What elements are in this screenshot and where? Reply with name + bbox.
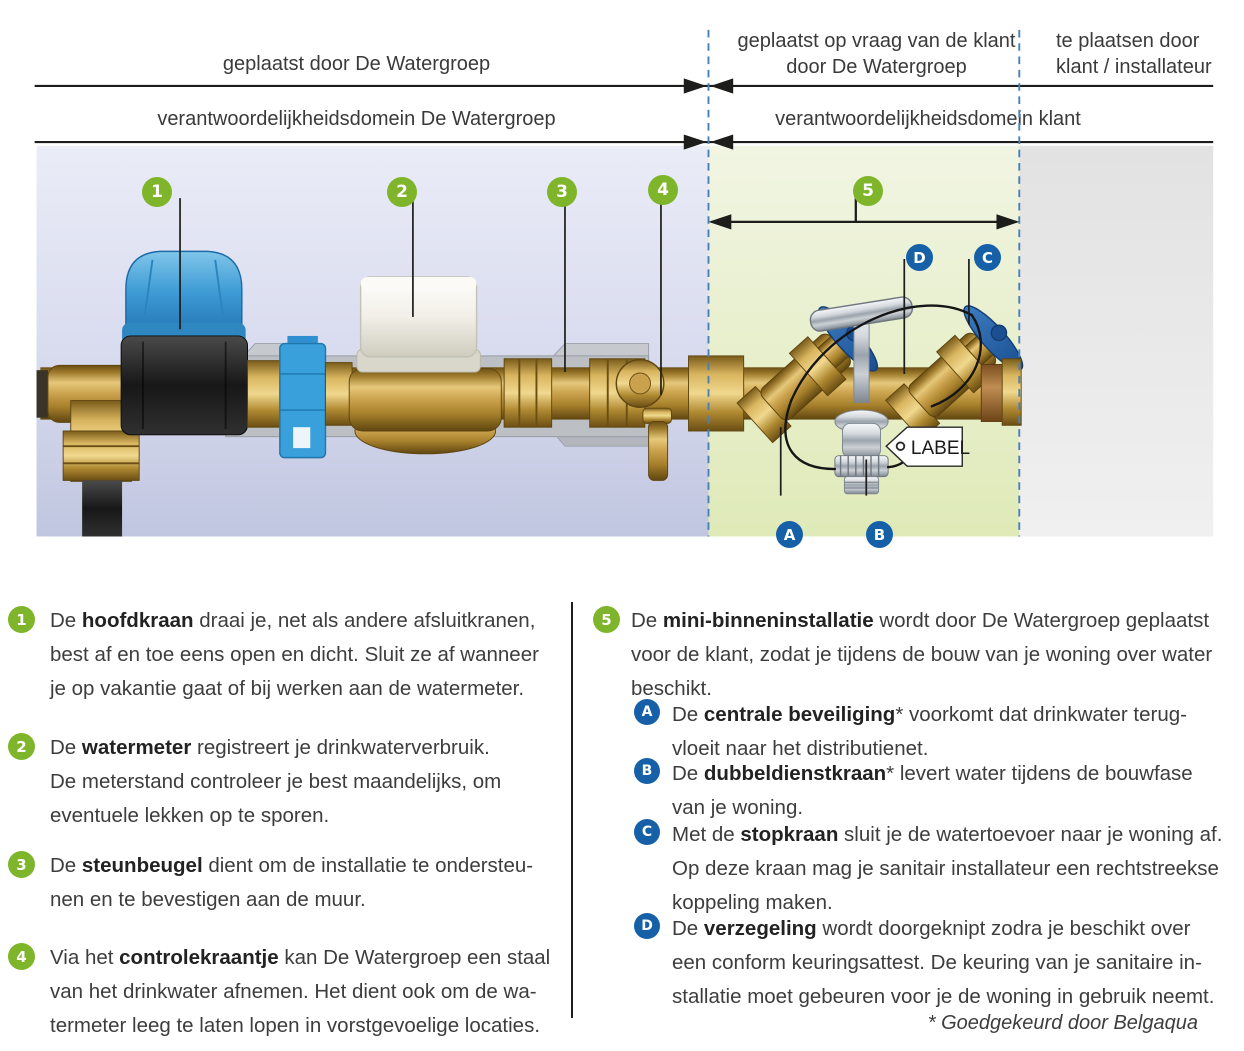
installation-photo: LABEL <box>34 29 1214 537</box>
controlekraantje <box>615 358 672 481</box>
legend-item-verzegeling: De verzegeling wordt doorgeknipt zodra j… <box>672 917 1215 1008</box>
dimension-arrow <box>711 197 1017 224</box>
legend-marker-3: 3 <box>8 851 35 878</box>
marker-5: 5 <box>853 176 883 206</box>
marker-A: A <box>776 521 803 548</box>
zone-customer <box>1019 145 1214 537</box>
watermeter <box>348 276 502 455</box>
leader-lines <box>179 196 970 496</box>
legend-item-stopkraan: Met de stopkraan sluit je de watertoevoe… <box>672 823 1223 914</box>
marker-4: 4 <box>648 175 678 205</box>
legend-item-centrale-beveiliging: De centrale beveiliging* voorkomt dat dr… <box>672 703 1187 760</box>
legend-marker-B: B <box>634 758 660 784</box>
legend-marker-5: 5 <box>593 606 620 633</box>
domain-right-label: verantwoordelijkheidsdomein klant <box>775 108 1081 130</box>
marker-1: 1 <box>142 177 172 207</box>
legend-item-watermeter: De watermeter registreert je drinkwaterv… <box>50 736 502 827</box>
column-divider <box>571 602 573 1018</box>
legend-marker-C: C <box>634 819 660 845</box>
zone-mid-title: geplaatst op vraag van de klant door De … <box>737 30 1016 78</box>
marker-D: D <box>906 244 933 271</box>
legend-marker-2: 2 <box>8 733 35 760</box>
label-tag-text: LABEL <box>911 438 970 459</box>
footnote-belgaqua: * Goedgekeurd door Belgaqua <box>927 1012 1198 1034</box>
legend-item-mini-binneninstallatie: De mini-binneninstallatie wordt door De … <box>631 609 1213 700</box>
pipe-clamp <box>279 335 353 459</box>
marker-2: 2 <box>387 177 417 207</box>
zone-right-title: te plaatsen door klant / installateur <box>1056 30 1212 78</box>
legend-item-hoofdkraan: De hoofdkraan draai je, net als andere a… <box>50 609 539 700</box>
dubbeldienstkraan-tap <box>809 296 914 495</box>
legend-item-dubbeldienstkraan: De dubbeldienstkraan* levert water tijde… <box>672 762 1193 819</box>
legend-marker-1: 1 <box>8 606 35 633</box>
dimension-arrow-heads <box>708 214 1020 230</box>
boundary-coupling <box>688 355 745 432</box>
legend-marker-A: A <box>634 699 660 725</box>
marker-3: 3 <box>547 177 577 207</box>
header-arrow-row-1-heads <box>683 78 734 94</box>
domain-left-label: verantwoordelijkheidsdomein De Watergroe… <box>157 108 556 130</box>
label-tag: LABEL <box>885 426 970 467</box>
marker-C: C <box>974 244 1001 271</box>
legend-marker-D: D <box>634 913 660 939</box>
legend-item-steunbeugel: De steunbeugel dient om de installatie t… <box>50 854 534 911</box>
marker-B: B <box>866 521 893 548</box>
end-coupling <box>980 358 1022 426</box>
legend-marker-4: 4 <box>8 943 35 970</box>
header-arrow-row-2-heads <box>683 134 734 150</box>
zone-left-title: geplaatst door De Watergroep <box>222 53 491 75</box>
legend-item-controlekraantje: Via het controlekraantje kan De Watergro… <box>50 946 551 1037</box>
hoofdkraan-valve <box>120 250 281 436</box>
